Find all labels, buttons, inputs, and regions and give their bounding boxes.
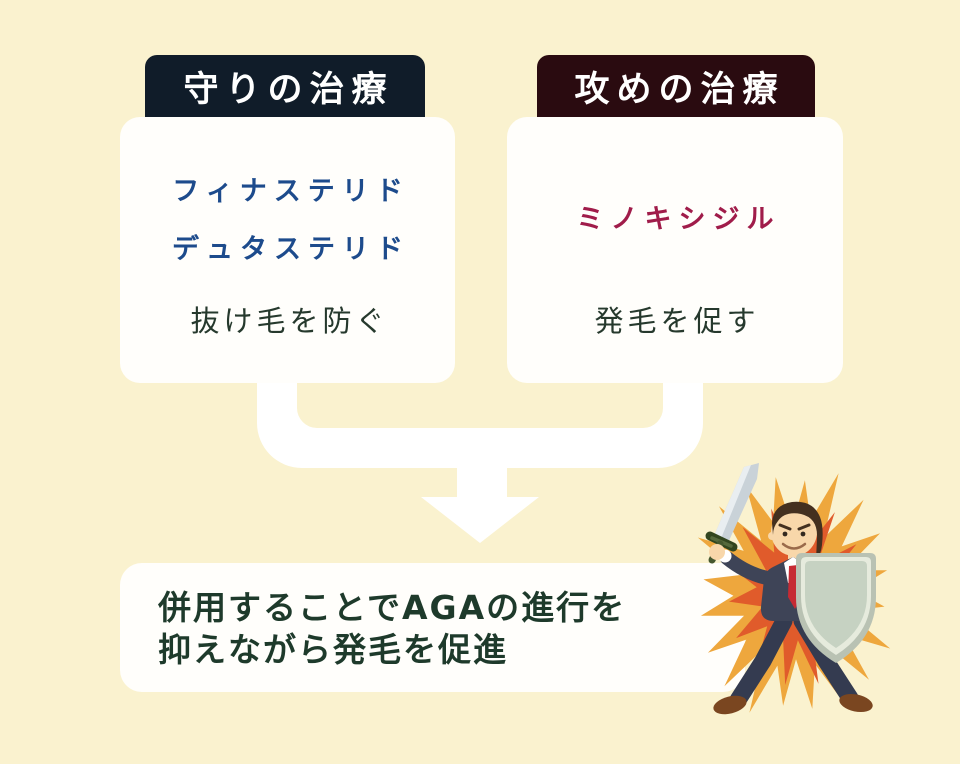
shield-icon <box>796 553 876 663</box>
hair <box>772 501 823 560</box>
conclusion-card: 併用することでAGAの進行を 抑えながら発毛を促進 <box>120 563 745 692</box>
sword-blade-highlight <box>713 465 751 541</box>
fist <box>709 544 725 560</box>
leg-left <box>729 612 793 709</box>
defense-treatment-card: フィナステリド デュタステリド 抜け毛を防ぐ <box>120 117 455 383</box>
eyebrow-left <box>778 523 792 531</box>
shield-face <box>805 561 867 648</box>
offense-effect-text: 発毛を促す <box>594 304 760 338</box>
defense-treatment-badge: 守りの治療 <box>145 55 425 117</box>
merge-arrow-icon <box>257 380 703 543</box>
drug-name-minoxidil: ミノキシジル <box>576 204 781 235</box>
offense-treatment-badge: 攻めの治療 <box>537 55 815 117</box>
conclusion-line-1: 併用することでAGAの進行を <box>158 588 627 627</box>
down-arrow-shape <box>421 450 539 543</box>
eyebrow-right <box>797 523 811 531</box>
smile <box>781 542 807 550</box>
eye-left <box>782 531 788 537</box>
offense-treatment-badge-label: 攻めの治療 <box>574 68 785 110</box>
defense-treatment-badge-label: 守りの治療 <box>183 68 394 110</box>
businessman <box>705 463 876 715</box>
drug-name-dutasteride: デュタステリド <box>172 234 410 265</box>
offense-treatment-card: ミノキシジル 発毛を促す <box>507 117 843 383</box>
shoe-left <box>713 695 747 715</box>
shoe-right <box>839 693 873 713</box>
merge-bracket-shape <box>257 380 703 468</box>
conclusion-line-2: 抑えながら発毛を促進 <box>158 630 508 669</box>
drug-name-finasteride: フィナステリド <box>172 176 410 207</box>
eye-right <box>800 531 806 537</box>
defense-effect-text: 抜け毛を防ぐ <box>190 304 389 338</box>
businessman-illustration <box>697 463 891 715</box>
